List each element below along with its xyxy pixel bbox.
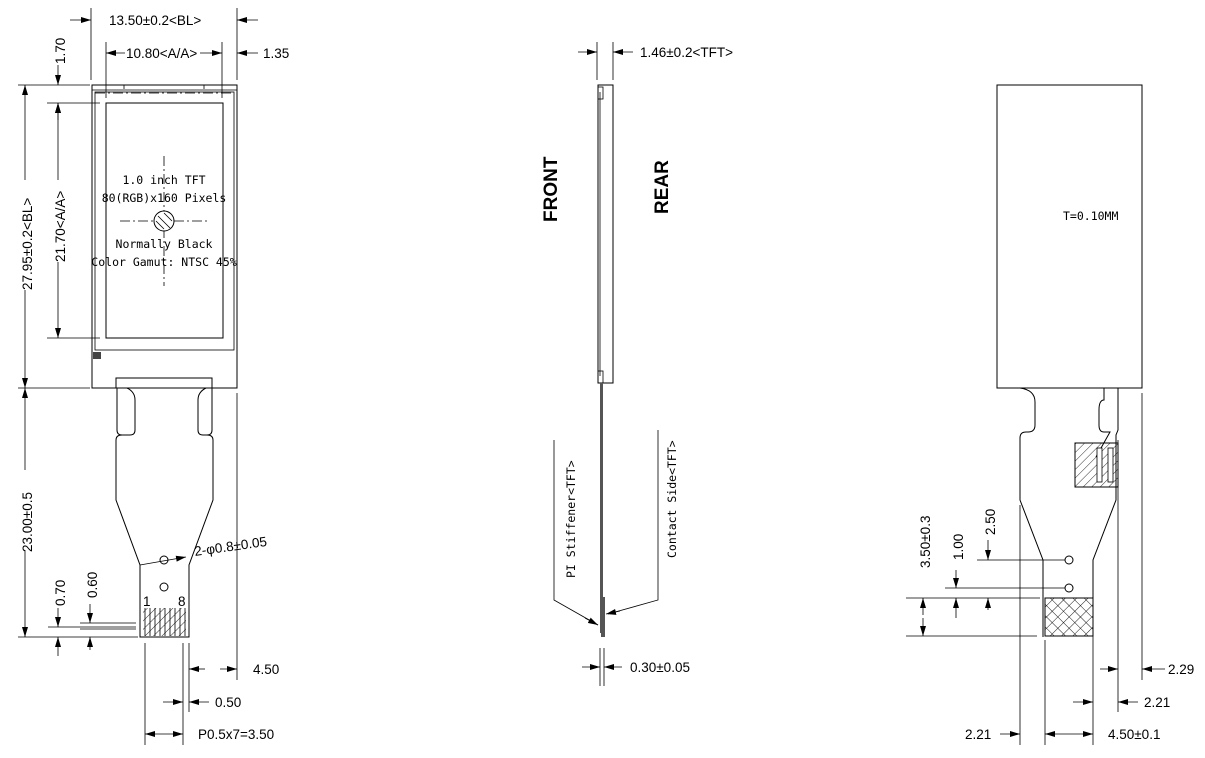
panel-text-resolution: 80(RGB)x160 Pixels [102,191,227,205]
center-mark [153,210,175,232]
dim-221-right: 2.21 [1144,695,1170,710]
dim-250: 2.50 [983,509,998,535]
dim-070: 0.70 [53,580,68,606]
height-aa-dim: 21.70<A/A> [53,191,68,262]
dim-450-tol: 4.50±0.1 [1108,727,1160,742]
right-margin-dim: 1.35 [263,46,289,61]
pi-stiffener-label: PI Stiffener<TFT> [564,460,578,578]
rear-hole [1064,555,1074,565]
panel-text-size: 1.0 inch TFT [122,173,205,187]
height-bl-dim: 27.95±0.2<BL> [20,198,35,290]
fpc-contacts [143,608,186,636]
side-stiffener [601,597,605,637]
fpc-length-dim: 23.00±0.5 [20,492,35,552]
contact-side-label: Contact Side<TFT> [665,440,679,558]
pitch-dim: P0.5x7=3.50 [198,727,274,742]
dim-100: 1.00 [951,534,966,560]
width-bl-dim: 13.50±0.2<BL> [109,13,201,28]
panel-text-gamut: Color Gamut: NTSC 45% [91,255,236,269]
front-view: 1.0 inch TFT 80(RGB)x160 Pixels Normally… [18,8,289,745]
dim-450: 4.50 [253,662,279,677]
side-thickness-dim: 1.46±0.2<TFT> [640,45,733,60]
rear-hole [1064,583,1074,593]
panel-text-mode: Normally Black [116,237,213,251]
bezel [94,91,235,351]
side-fpc [600,383,603,633]
front-label: FRONT [541,156,562,222]
dim-050: 0.50 [215,695,241,710]
dim-221-left: 2.21 [965,727,991,742]
width-aa-dim: 10.80<A/A> [126,46,197,61]
rear-view: T=0.10MM 3.50±0.3 1.00 2.50 2.29 2.21 2.… [906,84,1194,745]
active-area [105,102,224,339]
rear-body [996,84,1143,389]
hole-spec-dim: 2-φ0.8±0.05 [193,534,268,559]
rear-label: REAR [652,160,673,214]
pin-8-label: 8 [178,594,186,609]
thickness-note: T=0.10MM [1063,209,1118,223]
module-outline [91,84,238,389]
side-view: 1.46±0.2<TFT> FRONT REAR PI Stiffener<TF… [541,42,733,686]
fpc-outline [115,377,214,638]
dim-350: 3.50±0.3 [918,516,933,568]
side-body [597,84,614,384]
fpc-thickness-dim: 0.30±0.05 [630,660,690,675]
dim-229: 2.29 [1168,662,1194,677]
top-margin-dim: 1.70 [53,38,68,64]
pin-1-label: 1 [143,594,151,609]
marker-square [93,352,101,359]
alignment-hole [159,582,169,592]
dim-060: 0.60 [85,572,100,598]
crosshatched-stiffener [1044,597,1094,637]
